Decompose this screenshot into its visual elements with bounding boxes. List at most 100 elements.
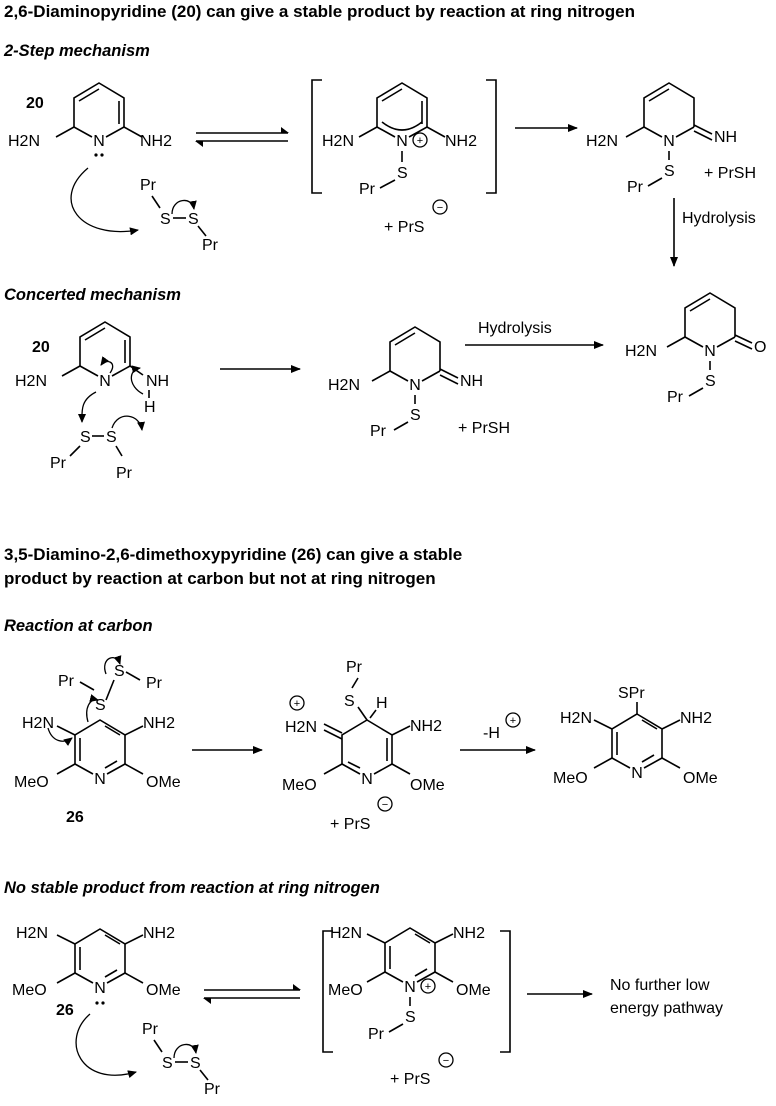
curved-arrow-ss: [171, 199, 197, 215]
curved-arrow-attack: [77, 391, 97, 423]
curved-arrow-n: [47, 727, 73, 746]
group-h2n: H2N: [586, 133, 618, 150]
group-nh2: NH2: [140, 133, 172, 150]
product-thioether-26: SPr N H2N NH2 MeO OMe: [553, 685, 718, 787]
atom-n: N: [404, 979, 416, 996]
reagent-prs: + PrS: [390, 1071, 430, 1088]
atom-n: N: [99, 373, 111, 390]
group-pr: Pr: [202, 237, 219, 254]
atom-s: S: [114, 663, 125, 680]
intermediate-pyridinium-b: N + H2N NH2 MeO OMe S Pr: [322, 925, 511, 1053]
molecule-20-b: N H2N NH H 20: [15, 321, 169, 416]
heading-dimethoxypyridine-1: 3,5-Diamino-2,6-dimethoxypyridine (26) c…: [4, 545, 462, 564]
atom-s: S: [106, 429, 117, 446]
group-ome: OMe: [146, 982, 181, 999]
molecule-26-b: N H2N NH2 MeO OMe 26: [12, 925, 181, 1019]
group-spr: SPr: [618, 685, 645, 702]
atom-s: S: [190, 1055, 201, 1072]
group-pr: Pr: [627, 179, 644, 196]
reagent-hydrolysis-b: Hydrolysis: [478, 320, 552, 337]
atom-s: S: [162, 1055, 173, 1072]
group-pr: Pr: [50, 455, 67, 472]
atom-s: S: [160, 211, 171, 228]
atom-n: N: [361, 771, 373, 788]
outcome-line-2: energy pathway: [610, 1000, 723, 1017]
intermediate-pyridinium-a: N + H2N NH2 S Pr: [311, 79, 497, 198]
atom-h: H: [144, 399, 156, 416]
reagent-dipropyl-disulfide-c: Pr S S Pr: [58, 655, 163, 714]
atom-s: S: [188, 211, 199, 228]
group-pr: Pr: [142, 1021, 159, 1038]
curved-arrow-ss: [111, 415, 145, 431]
atom-s: S: [95, 697, 106, 714]
byproduct-prs-anion-c: + PrS −: [390, 1052, 454, 1088]
group-nh2: NH2: [143, 715, 175, 732]
charge-plus: +: [294, 698, 300, 710]
reagent-dipropyl-disulfide-d: Pr S S Pr: [142, 1021, 221, 1098]
group-h2n: H2N: [16, 925, 48, 942]
group-h2n: H2N: [8, 133, 40, 150]
reagent-prs: + PrS: [330, 816, 370, 833]
subheading-concerted: Concerted mechanism: [4, 286, 181, 304]
group-h2n-iminium: H2N: [285, 719, 317, 736]
group-h2n: H2N: [322, 133, 354, 150]
reagent-dipropyl-disulfide-b: S S Pr Pr: [50, 391, 145, 482]
group-h2n: H2N: [560, 710, 592, 727]
group-meo: MeO: [12, 982, 47, 999]
group-pr: Pr: [667, 389, 684, 406]
charge-minus: −: [382, 799, 388, 811]
group-h2n: H2N: [22, 715, 54, 732]
group-pr: Pr: [146, 675, 163, 692]
group-nh: NH: [460, 373, 483, 390]
molecule-26-a: N H2N NH2 MeO OMe 26: [14, 694, 181, 826]
group-ome: OMe: [683, 770, 718, 787]
atom-n: N: [94, 771, 106, 788]
charge-minus: −: [437, 202, 443, 214]
reagent-hydrolysis-a: Hydrolysis: [682, 210, 756, 227]
atom-s: S: [80, 429, 91, 446]
heading-diaminopyridine: 2,6-Diaminopyridine (20) can give a stab…: [4, 2, 635, 21]
group-pr: Pr: [368, 1026, 385, 1043]
group-h2n: H2N: [625, 343, 657, 360]
curved-arrow-ss: [173, 1043, 199, 1059]
curved-arrow-attack: [75, 1013, 137, 1079]
group-nh2: NH2: [680, 710, 712, 727]
group-pr: Pr: [58, 673, 75, 690]
atom-o: O: [754, 339, 766, 356]
outcome-line-1: No further low: [610, 977, 710, 994]
atom-s: S: [705, 373, 716, 390]
reagent-minus-h: -H: [483, 725, 500, 742]
group-h2n: H2N: [15, 373, 47, 390]
heading-dimethoxypyridine-2: product by reaction at carbon but not at…: [4, 569, 436, 588]
atom-n: N: [409, 377, 421, 394]
group-ome: OMe: [146, 774, 181, 791]
charge-minus: −: [443, 1055, 449, 1067]
atom-h: H: [376, 695, 388, 712]
group-pr: Pr: [359, 181, 376, 198]
curved-arrow-attack: [70, 167, 139, 236]
atom-s: S: [397, 165, 408, 182]
byproduct-prsh-b: + PrSH: [458, 420, 510, 437]
group-pr: Pr: [140, 177, 157, 194]
intermediate-sigma-complex: S Pr H N H2N + NH2 MeO OMe: [282, 659, 445, 794]
curved-arrow-attack: [86, 694, 99, 723]
atom-n: N: [663, 133, 675, 150]
group-h2n: H2N: [328, 377, 360, 394]
subheading-two-step: 2-Step mechanism: [3, 42, 150, 60]
group-meo: MeO: [14, 774, 49, 791]
group-meo: MeO: [553, 770, 588, 787]
subheading-no-stable: No stable product from reaction at ring …: [4, 879, 380, 897]
charge-plus: +: [417, 135, 423, 147]
group-nh2: NH2: [143, 925, 175, 942]
curved-arrow-ss: [104, 655, 122, 675]
group-nh2: NH2: [410, 718, 442, 735]
atom-n: N: [396, 133, 408, 150]
group-nh: NH: [146, 373, 169, 390]
atom-s: S: [405, 1009, 416, 1026]
atom-n: N: [94, 980, 106, 997]
group-meo: MeO: [328, 982, 363, 999]
atom-n: N: [93, 133, 105, 150]
charge-plus: +: [425, 981, 431, 993]
group-ome: OMe: [410, 777, 445, 794]
